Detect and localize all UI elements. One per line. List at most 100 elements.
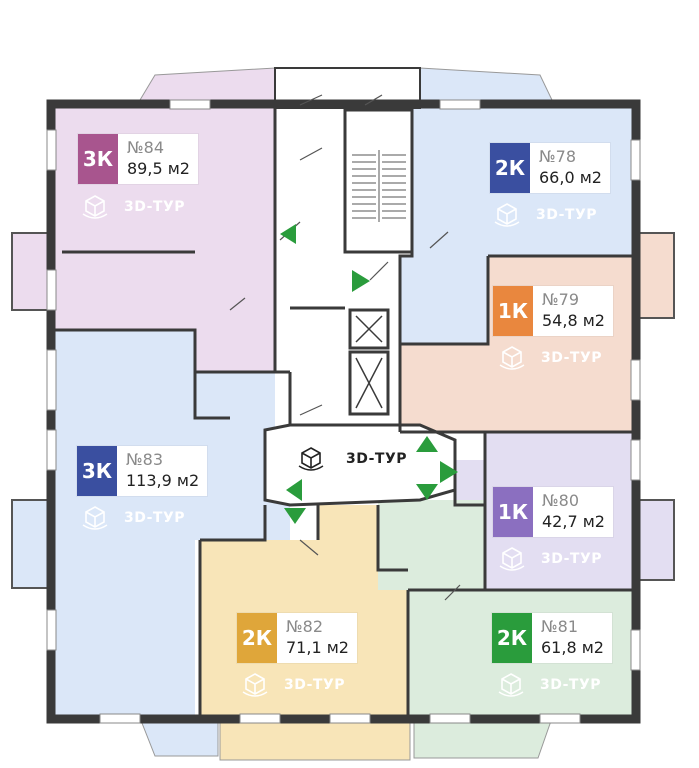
arrow-apt-81 [416,484,438,500]
apartment-info: №83 113,9 м2 [117,446,207,496]
central-3d-tour-button[interactable]: 3D-ТУР [296,444,407,474]
door-3 [299,147,323,161]
tour-3d-button-81[interactable]: 3D-ТУР [496,670,601,700]
apartment-number: №84 [127,138,164,157]
elevator-2-cross [355,357,383,409]
arrow-apt-84 [280,224,296,244]
window-w3 [46,349,57,411]
apartment-number: №81 [541,617,578,636]
room-type-badge: 2К [237,613,277,663]
apartment-number: №79 [542,290,579,309]
stair-steps [352,150,406,222]
apartment-number: №78 [539,147,576,166]
door-5 [364,94,383,106]
elevator-1-cross [355,315,383,343]
arrow-apt-79 [416,436,438,452]
window-e2 [630,359,641,401]
window-s4 [429,713,471,724]
apartment-number: №83 [126,450,163,469]
cube-rotate-icon [494,203,520,227]
window-w4 [46,429,57,471]
fill-apt-79 [488,256,632,432]
window-s5 [539,713,581,724]
arrow-apt-80 [440,461,458,483]
tour-3d-button-84[interactable]: 3D-ТУР [80,192,185,222]
apartment-area: 89,5 м2 [127,159,190,178]
arrow-apt-83 [286,479,302,501]
tour-3d-label: 3D-ТУР [124,510,186,526]
elevator-2 [348,350,390,416]
wall-84-83 [55,328,290,374]
balcony-bottom-right [413,717,553,759]
window-n2 [439,99,481,110]
doors [229,94,461,601]
room-type-badge: 2К [492,613,532,663]
balcony-bottom-left [139,717,219,757]
balcony-top-right [419,67,553,101]
fill-apt-82-inner [318,505,378,545]
apartment-area: 71,1 м2 [286,638,349,657]
tour-3d-button-83[interactable]: 3D-ТУР [80,503,185,533]
door-2 [369,261,389,281]
cube-rotate-icon [82,506,108,530]
tour-3d-label: 3D-ТУР [124,199,186,215]
apartment-area: 54,8 м2 [542,311,605,330]
entrance-arrows [280,224,458,524]
cube-rotate-icon [499,346,525,370]
bay-right-top [637,232,675,319]
door-7 [429,231,449,249]
apartment-label-83[interactable]: 3К №83 113,9 м2 [77,446,208,496]
apartment-info: №79 54,8 м2 [533,286,613,336]
wall-79-west [400,256,490,346]
stair-steps-left [352,154,376,219]
cube-rotate-icon [298,447,324,471]
window-w5 [46,609,57,651]
wall-82-north [316,505,408,572]
fill-apt-78-inner [400,256,488,344]
window-e4 [630,629,641,671]
fill-apt-81-inner [378,500,485,590]
tour-3d-label: 3D-ТУР [541,551,603,567]
stair-steps-right [382,154,406,219]
central-3d-tour-label: 3D-ТУР [346,451,408,467]
apartment-label-79[interactable]: 1К №79 54,8 м2 [493,286,613,336]
fill-apt-79-inner [400,344,488,432]
window-e1 [630,139,641,181]
room-type-badge: 1К [493,487,533,537]
door-9 [444,584,461,601]
interior-walls [55,108,632,715]
stair-hall [275,108,345,428]
room-type-badge: 3К [77,446,117,496]
tour-3d-button-79[interactable]: 3D-ТУР [497,343,602,373]
cube-rotate-icon [498,673,524,697]
tour-3d-button-80[interactable]: 3D-ТУР [497,544,602,574]
room-type-badge: 1К [493,286,533,336]
apartment-label-81[interactable]: 2К №81 61,8 м2 [492,613,612,663]
cube-rotate-icon [82,195,108,219]
apartment-info: №81 61,8 м2 [532,613,612,663]
wall-83-hall [193,372,230,420]
wall-78-hall [398,108,414,344]
balcony-bottom-mid [219,717,411,761]
wall-hall-east [453,490,485,507]
fill-apt-84-inner [195,330,275,372]
wall-83-south [200,505,267,542]
cube-rotate-icon [242,673,268,697]
tour-3d-label: 3D-ТУР [540,677,602,693]
window-s3 [329,713,371,724]
tour-3d-button-82[interactable]: 3D-ТУР [240,670,345,700]
apartment-area: 113,9 м2 [126,471,200,490]
tour-3d-button-78[interactable]: 3D-ТУР [492,200,597,230]
apartment-area: 66,0 м2 [539,168,602,187]
windows [46,99,641,724]
door-4 [299,94,323,106]
apartment-info: №78 66,0 м2 [530,143,610,193]
apartment-area: 61,8 м2 [541,638,604,657]
door-10 [229,297,246,311]
fill-apt-83 [55,330,195,715]
